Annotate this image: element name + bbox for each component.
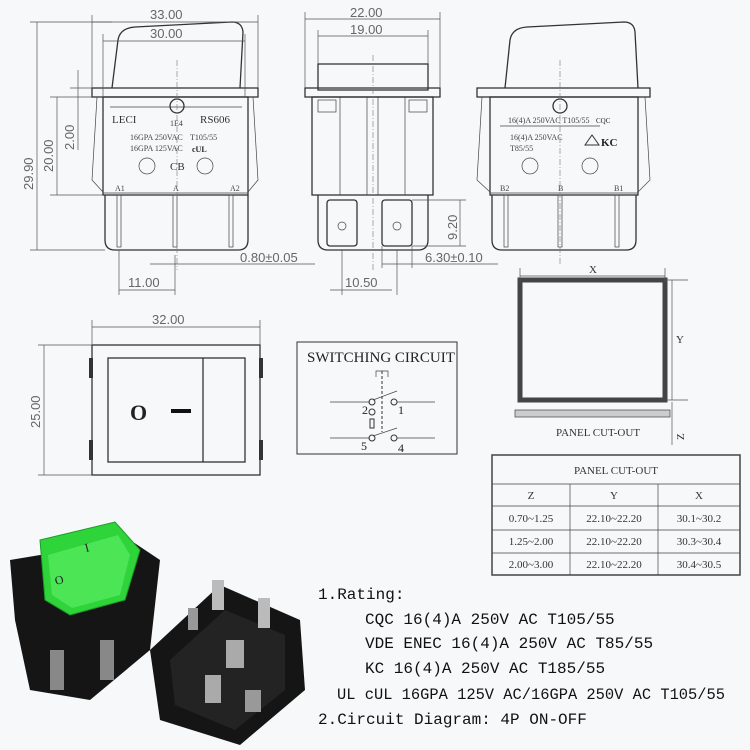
rocker-outline — [111, 21, 244, 89]
panel-cutout-diagram: X Y Z PANEL CUT-OUT — [514, 264, 688, 445]
brand-label: LECI — [112, 114, 137, 126]
front-view: LECI 1E4 RS606 16GPA 250VAC 16GPA 125VAC… — [91, 21, 259, 270]
dim-label: 6.30±0.10 — [425, 250, 483, 265]
circuit-diagram-line: 2.Circuit Diagram: 4P ON-OFF — [318, 711, 587, 729]
product-photo-front: I O — [10, 521, 160, 700]
rocker-off-mark: O — [53, 572, 65, 588]
model-label: RS606 — [200, 114, 230, 126]
front-dimensions: 33.00 30.00 29.90 20.00 2.00 11.00 0.80±… — [21, 7, 315, 295]
table-cell: 22.10~22.20 — [586, 513, 642, 525]
side-dimensions: 22.00 19.00 9.20 10.50 6.30±0.10 — [304, 5, 498, 295]
terminal-label: 4 — [398, 441, 404, 455]
column-header: Z — [528, 490, 535, 502]
rating-line-kc: KC 16(4)A 250V AC T185/55 — [365, 660, 605, 678]
table-row: 2.00~3.00 22.10~22.20 30.4~30.5 — [509, 559, 722, 571]
column-header: X — [695, 490, 703, 502]
rating-title: 1.Rating: — [318, 586, 404, 604]
dim-label: 30.00 — [150, 26, 183, 41]
dim-label: 33.00 — [150, 7, 183, 22]
dim-label: 19.00 — [350, 22, 383, 37]
y-label: Y — [676, 334, 684, 346]
off-symbol: O — [130, 400, 147, 425]
dim-label: 32.00 — [152, 312, 185, 327]
pin-label: A2 — [230, 184, 240, 193]
column-header: Y — [610, 490, 618, 502]
temp-label: T85/55 — [510, 144, 533, 153]
rating-line-cqc: CQC 16(4)A 250V AC T105/55 — [365, 611, 615, 629]
table-header-row: Z Y X — [528, 490, 703, 502]
switching-circuit: SWITCHING CIRCUIT 2 1 5 4 — [296, 341, 458, 455]
dim-label: 2.00 — [62, 125, 77, 150]
dim-label: 29.90 — [21, 157, 36, 190]
top-view: O 32.00 25.00 — [28, 312, 263, 476]
specifications: 1.Rating: CQC 16(4)A 250V AC T105/55 VDE… — [318, 586, 725, 729]
rating1-label: 16(4)A 250VAC T105/55 — [508, 116, 590, 125]
table-row: 0.70~1.25 22.10~22.20 30.1~30.2 — [509, 513, 721, 525]
table-row: 1.25~2.00 22.10~22.20 30.3~30.4 — [509, 536, 722, 548]
dim-label: 20.00 — [41, 139, 56, 172]
back-view: 16(4)A 250VAC T105/55 CQC 16(4)A 250VAC … — [476, 21, 651, 265]
terminal-label: 5 — [361, 439, 367, 453]
table-cell: 1.25~2.00 — [509, 536, 554, 548]
x-label: X — [589, 264, 597, 276]
kc-mark-icon: KC — [601, 137, 618, 149]
terminal-label: 2 — [362, 403, 368, 417]
product-photo-back — [150, 580, 305, 745]
dim-label: 22.00 — [350, 5, 383, 20]
pin-label: B — [558, 184, 563, 193]
dim-label: 25.00 — [28, 395, 43, 428]
pin-label: A1 — [115, 184, 125, 193]
dim-label: 9.20 — [445, 215, 460, 240]
flange — [91, 87, 259, 98]
rating2-label: 16GPA 125VAC — [130, 144, 183, 153]
pin-label: B1 — [614, 184, 623, 193]
rocker-on-mark: I — [83, 540, 90, 555]
code-label: 1E4 — [170, 119, 183, 128]
table-title: PANEL CUT-OUT — [574, 465, 658, 477]
table-cell: 30.3~30.4 — [677, 536, 722, 548]
vde-mark-icon — [584, 134, 600, 146]
on-symbol — [171, 409, 191, 413]
z-label: Z — [675, 433, 687, 440]
table-cell: 0.70~1.25 — [509, 513, 554, 525]
temp-label: T105/55 — [190, 133, 217, 142]
rating-line-ul: UL cUL 16GPA 125V AC/16GPA 250V AC T105/… — [337, 686, 725, 704]
dim-label: 10.50 — [345, 275, 378, 290]
cert-label: CB — [170, 161, 185, 173]
pin-label: B2 — [500, 184, 509, 193]
rating1-label: 16GPA 250VAC — [130, 133, 183, 142]
table-cell: 22.10~22.20 — [586, 559, 642, 571]
side-view — [304, 55, 441, 270]
ul-mark-icon: cUL — [192, 145, 207, 154]
dim-label: 11.00 — [128, 275, 160, 290]
terminal-label: 1 — [398, 403, 404, 417]
table-cell: 22.10~22.20 — [586, 536, 642, 548]
circuit-title: SWITCHING CIRCUIT — [307, 350, 455, 366]
cutout-caption: PANEL CUT-OUT — [556, 427, 640, 439]
rating2-label: 16(4)A 250VAC — [510, 133, 563, 142]
table-cell: 30.1~30.2 — [677, 513, 721, 525]
dim-label: 0.80±0.05 — [240, 250, 298, 265]
rating-line-vde: VDE ENEC 16(4)A 250V AC T85/55 — [365, 635, 653, 653]
pin-label: A — [173, 184, 179, 193]
table-cell: 30.4~30.5 — [677, 559, 722, 571]
panel-cutout-table: PANEL CUT-OUT Z Y X 0.70~1.25 22.10~22.2… — [491, 454, 741, 576]
cqc-mark-icon: CQC — [596, 117, 611, 125]
table-cell: 2.00~3.00 — [509, 559, 554, 571]
